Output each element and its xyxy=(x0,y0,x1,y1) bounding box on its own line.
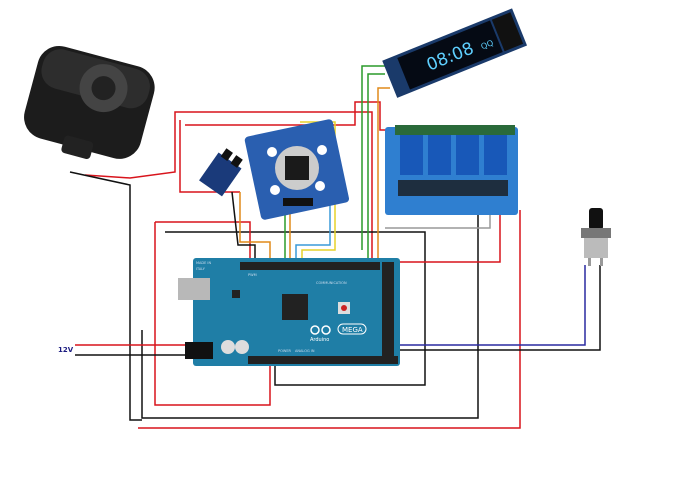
relay-module xyxy=(385,125,518,215)
made-in-label: MADE IN xyxy=(196,261,211,265)
wire-black-ir xyxy=(231,191,256,262)
wire-blue-button xyxy=(395,265,586,346)
wire-red-left xyxy=(154,222,271,406)
wire-gray xyxy=(385,210,491,229)
wire-black-buzzer xyxy=(69,171,142,421)
relay-1 xyxy=(400,135,423,175)
wire-red-big-loop xyxy=(138,210,521,429)
wire-red-sensor xyxy=(155,221,251,258)
relay-3 xyxy=(456,135,479,175)
wire-black-button xyxy=(395,265,601,351)
oled-extra: QQ xyxy=(480,38,495,51)
power-label: 12V xyxy=(58,346,74,354)
wires xyxy=(69,65,601,429)
mcu-chip xyxy=(282,294,308,320)
wire-green-oled xyxy=(361,65,385,250)
pwm-label: PWM xyxy=(248,273,257,277)
communication-label: COMMUNICATION xyxy=(316,281,347,285)
push-button[interactable] xyxy=(581,208,611,266)
buzzer xyxy=(24,45,155,160)
power-header-label: POWER xyxy=(278,349,292,353)
wire-black-relay xyxy=(165,231,426,386)
analog-in-label: ANALOG IN xyxy=(295,349,315,353)
wire-orange-ir xyxy=(239,192,271,262)
oled-display: 08:08 QQ xyxy=(382,8,528,98)
wire-orange-oled xyxy=(377,87,390,258)
wire-black-left xyxy=(141,210,479,419)
wire-red-relay-bottom xyxy=(385,210,501,263)
relay-4 xyxy=(484,135,507,175)
ir-sensor xyxy=(199,148,243,197)
power-jack xyxy=(185,342,213,359)
usb-port xyxy=(178,278,210,300)
color-sensor xyxy=(244,119,350,220)
wire-red-buzzer xyxy=(84,111,373,262)
wire-green2-oled xyxy=(367,73,385,258)
arduino-mega: MADE IN ITALY PWM COMMUNICATION Arduino … xyxy=(178,258,400,366)
mega-label: MEGA xyxy=(342,326,363,334)
relay-2 xyxy=(428,135,451,175)
italy-label: ITALY xyxy=(196,267,206,271)
arduino-logo: Arduino xyxy=(310,337,329,343)
